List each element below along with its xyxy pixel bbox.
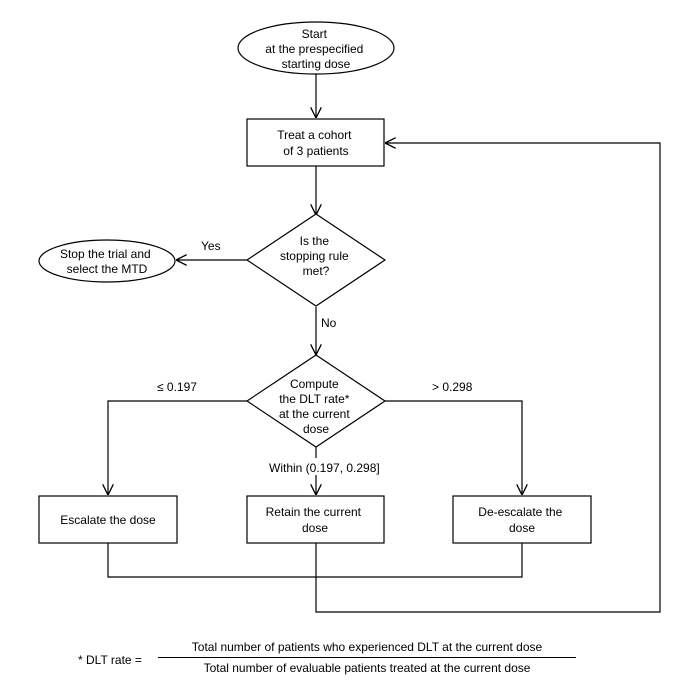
edge-high-to-deescalate (385, 400, 522, 495)
treat-cohort-text: Treat a cohort of 3 patients (277, 128, 355, 158)
no-label: No (321, 316, 337, 330)
start-node-text: Start at the prespecified starting dose (265, 27, 366, 71)
treat-cohort-box (246, 118, 385, 167)
edge-loop-back-to-treat (315, 143, 661, 613)
edge-escalate-deescalate-merge (107, 543, 523, 578)
within-range-label: Within (0.197, 0.298] (269, 461, 380, 475)
retain-text: Retain the current dose (266, 505, 365, 535)
stop-trial-node (38, 239, 176, 283)
stop-trial-text: Stop the trial and select the MTD (60, 247, 154, 276)
yes-label: Yes (201, 239, 221, 253)
fraction-numerator: Total number of patients who experienced… (158, 640, 576, 658)
start-node (237, 21, 395, 75)
compute-dlt-diamond (245, 354, 387, 448)
deescalate-box (452, 495, 592, 544)
deescalate-text: De-escalate the dose (478, 505, 565, 535)
retain-box (246, 495, 385, 544)
dlt-rate-footnote: * DLT rate = Total number of patients wh… (78, 640, 598, 682)
stopping-rule-text: Is the stopping rule met? (280, 234, 352, 278)
fraction-denominator: Total number of evaluable patients treat… (203, 661, 531, 675)
compute-dlt-text: Compute the DLT rate* at the current dos… (279, 377, 353, 436)
high-threshold-label: > 0.298 (432, 380, 473, 394)
low-threshold-label: ≤ 0.197 (157, 380, 197, 394)
escalate-box (38, 495, 178, 544)
footnote-prefix: * DLT rate = (78, 653, 142, 667)
edge-low-to-escalate (108, 400, 247, 495)
stopping-rule-diamond (245, 213, 387, 307)
escalate-text: Escalate the dose (60, 513, 156, 527)
dlt-rate-fraction: Total number of patients who experienced… (158, 640, 576, 675)
